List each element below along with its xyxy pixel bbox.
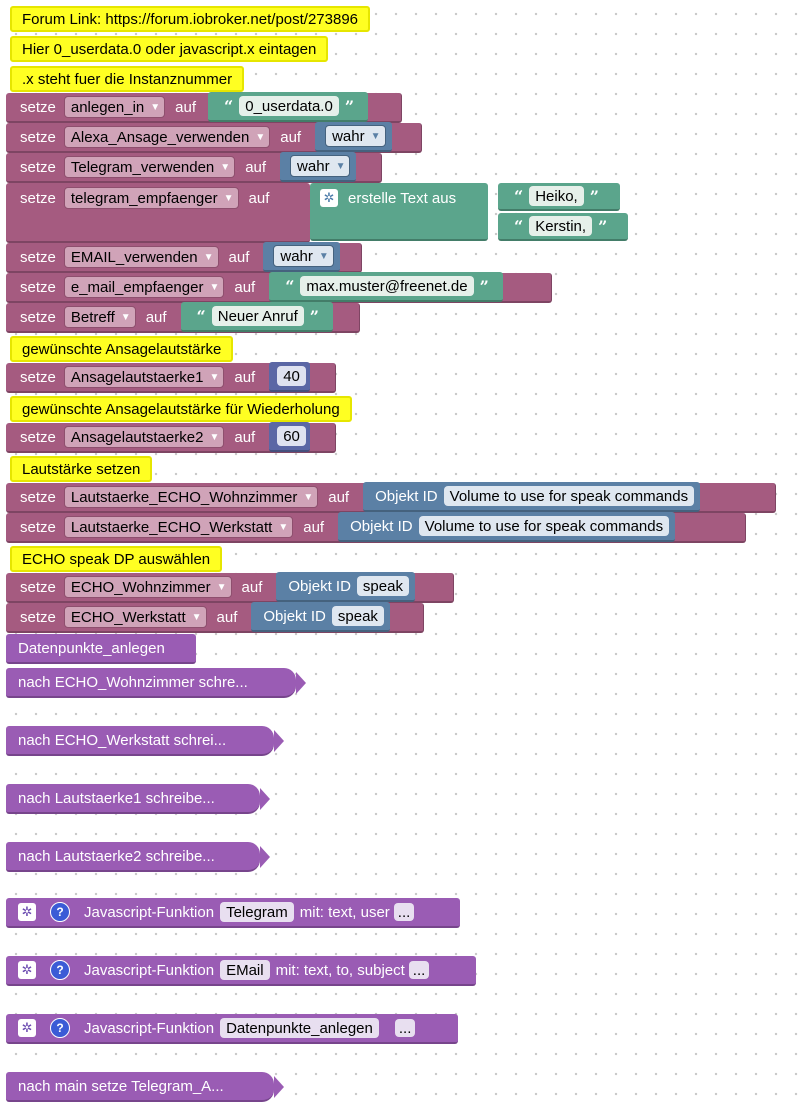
quote-open-icon: “ [514,216,524,236]
dropdown-arrow-icon: ▼ [209,371,220,383]
gear-icon[interactable]: ✲ [320,189,338,207]
set-block-echo-volume-ws[interactable]: setze Lautstaerke_ECHO_Werkstatt▼ auf Ob… [6,512,746,543]
dropdown-arrow-icon: ▼ [191,611,202,623]
boolean-block[interactable]: wahr▼ [263,242,340,272]
collapsed-nach-echo-wohnzimmer[interactable]: nach ECHO_Wohnzimmer schre... [6,668,306,698]
set-block-anlegen-in[interactable]: setze anlegen_in▼ auf “0_userdata.0” [6,92,402,123]
comment-echo-speak[interactable]: ECHO speak DP auswählen [10,546,223,572]
dropdown-arrow-icon: ▼ [303,491,314,503]
dropdown-arrow-icon: ▼ [335,160,346,172]
quote-close-icon: ” [309,306,319,326]
string-block-kerstin[interactable]: “Kerstin,” [498,213,628,241]
variable-dropdown[interactable]: anlegen_in▼ [63,96,166,118]
comment-volume-repeat[interactable]: gewünschte Ansagelautstärke für Wiederho… [10,396,352,422]
quote-open-icon: “ [224,96,234,116]
collapsed-nach-lautstaerke2[interactable]: nach Lautstaerke2 schreibe... [6,842,270,872]
string-block[interactable]: “Neuer Anruf” [180,302,333,332]
variable-dropdown[interactable]: Ansagelautstaerke2▼ [63,426,225,448]
dropdown-arrow-icon: ▼ [255,131,266,143]
help-icon[interactable]: ? [50,1018,70,1038]
number-block[interactable]: 60 [269,422,310,452]
variable-dropdown[interactable]: Ansagelautstaerke1▼ [63,366,225,388]
variable-dropdown[interactable]: Betreff▼ [63,306,136,328]
gear-icon[interactable]: ✲ [18,1019,36,1037]
quote-close-icon: ” [598,216,608,236]
dropdown-arrow-icon: ▼ [120,311,131,323]
number-block[interactable]: 40 [269,362,310,392]
variable-dropdown[interactable]: e_mail_empfaenger▼ [63,276,225,298]
variable-dropdown[interactable]: ECHO_Wohnzimmer▼ [63,576,232,598]
variable-dropdown[interactable]: Lautstaerke_ECHO_Werkstatt▼ [63,516,294,538]
js-function-telegram[interactable]: ✲ ? Javascript-Funktion Telegram mit: te… [6,898,460,928]
set-block-telegram[interactable]: setze Telegram_verwenden▼ auf wahr▼ [6,152,382,183]
dropdown-arrow-icon: ▼ [220,161,231,173]
quote-open-icon: “ [196,306,206,326]
quote-open-icon: “ [285,276,295,296]
dropdown-arrow-icon: ▼ [223,192,234,204]
js-function-datenpunkte-anlegen[interactable]: ✲ ? Javascript-Funktion Datenpunkte_anle… [6,1014,458,1044]
set-block-betreff[interactable]: setze Betreff▼ auf “Neuer Anruf” [6,302,360,333]
dropdown-arrow-icon: ▼ [278,521,289,533]
set-block-volume1[interactable]: setze Ansagelautstaerke1▼ auf 40 [6,362,336,393]
boolean-block[interactable]: wahr▼ [280,152,357,182]
comment-forum-link[interactable]: Forum Link: https://forum.iobroker.net/p… [10,6,371,32]
set-block-volume2[interactable]: setze Ansagelautstaerke2▼ auf 60 [6,422,336,453]
comment-instance-number[interactable]: .x steht fuer die Instanznummer [10,66,245,92]
dropdown-arrow-icon: ▼ [209,431,220,443]
quote-close-icon: ” [589,186,599,206]
variable-dropdown[interactable]: Lautstaerke_ECHO_Wohnzimmer▼ [63,486,319,508]
string-block[interactable]: “max.muster@freenet.de” [269,272,503,302]
call-datenpunkte-anlegen[interactable]: Datenpunkte_anlegen [6,634,196,664]
variable-dropdown[interactable]: Telegram_verwenden▼ [63,156,236,178]
js-function-email[interactable]: ✲ ? Javascript-Funktion EMail mit: text,… [6,956,476,986]
dropdown-arrow-icon: ▼ [203,251,214,263]
set-block-email[interactable]: setze EMAIL_verwenden▼ auf wahr▼ [6,242,362,273]
gear-icon[interactable]: ✲ [18,961,36,979]
variable-dropdown[interactable]: ECHO_Werkstatt▼ [63,606,207,628]
comment-volume[interactable]: gewünschte Ansagelautstärke [10,336,234,362]
variable-dropdown[interactable]: Alexa_Ansage_verwenden▼ [63,126,271,148]
set-block-echo-volume-wz[interactable]: setze Lautstaerke_ECHO_Wohnzimmer▼ auf O… [6,482,776,513]
gear-icon[interactable]: ✲ [18,903,36,921]
dropdown-arrow-icon: ▼ [370,130,381,142]
comment-instance-hint[interactable]: Hier 0_userdata.0 oder javascript.x eint… [10,36,329,62]
dropdown-arrow-icon: ▼ [216,581,227,593]
quote-close-icon: ” [479,276,489,296]
quote-open-icon: “ [514,186,524,206]
boolean-block[interactable]: wahr▼ [315,122,392,152]
dropdown-arrow-icon: ▼ [209,281,220,293]
variable-dropdown[interactable]: telegram_empfaenger▼ [63,187,239,209]
help-icon[interactable]: ? [50,902,70,922]
set-block-alexa[interactable]: setze Alexa_Ansage_verwenden▼ auf wahr▼ [6,122,422,153]
dropdown-arrow-icon: ▼ [318,250,329,262]
string-block-heiko[interactable]: “Heiko,” [498,183,620,211]
collapsed-nach-echo-werkstatt[interactable]: nach ECHO_Werkstatt schrei... [6,726,284,756]
collapsed-nach-lautstaerke1[interactable]: nach Lautstaerke1 schreibe... [6,784,270,814]
quote-close-icon: ” [344,96,355,116]
variable-dropdown[interactable]: EMAIL_verwenden▼ [63,246,219,268]
help-icon[interactable]: ? [50,960,70,980]
collapsed-nach-main[interactable]: nach main setze Telegram_A... [6,1072,284,1102]
dropdown-arrow-icon: ▼ [150,101,161,113]
string-block[interactable]: “0_userdata.0” [208,92,369,122]
set-block-email-empfaenger[interactable]: setze e_mail_empfaenger▼ auf “max.muster… [6,272,552,303]
text-join-block[interactable] [310,183,488,241]
comment-set-volume[interactable]: Lautstärke setzen [10,456,153,482]
